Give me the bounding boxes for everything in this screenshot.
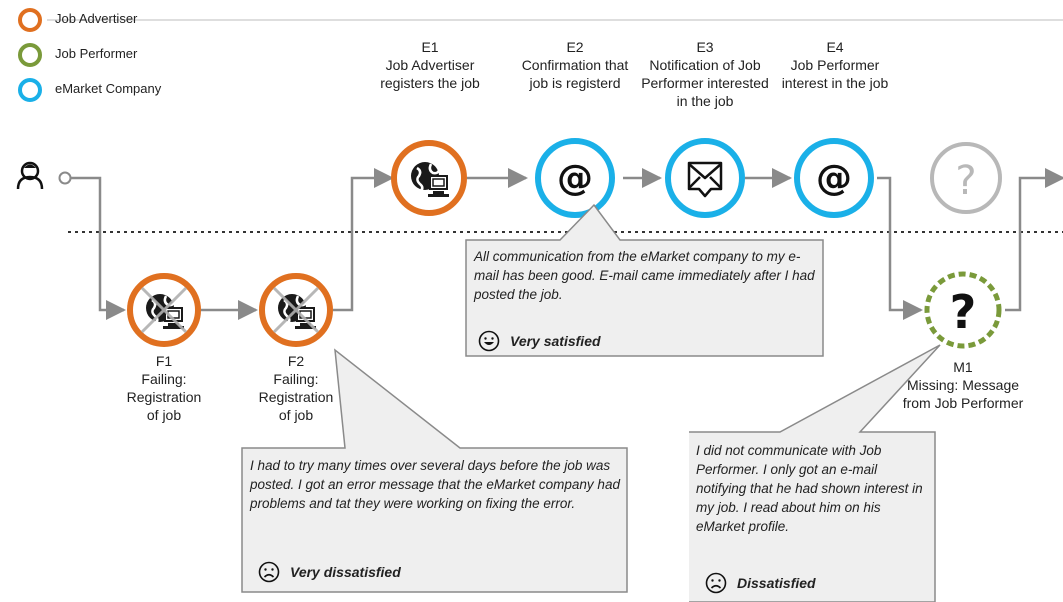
legend-swatch-job-performer (18, 43, 42, 67)
sad-face-icon (705, 572, 727, 594)
step-f1-label: F1 Failing: Registration of job (124, 352, 204, 424)
legend-label-job-advertiser: Job Advertiser (55, 11, 138, 26)
person-icon (16, 161, 44, 190)
step-e2-node: @ (535, 138, 615, 218)
step-m1-node: ? (924, 271, 1002, 349)
flow-connectors (70, 168, 1063, 320)
callout-very-dissatisfied-bubble (241, 348, 628, 593)
legend-label-emarket-company: eMarket Company (55, 81, 162, 96)
callout-very-dissatisfied-rating: Very dissatisfied (258, 561, 401, 583)
step-code: E2 (566, 39, 584, 55)
at-sign-icon: @ (557, 158, 593, 199)
step-f2-label: F2 Failing: Registration of job (256, 352, 336, 424)
callout-satisfied-bubble (465, 203, 824, 357)
step-e4-label: E4 Job Performer interest in the job (778, 38, 892, 92)
sad-face-icon (258, 561, 280, 583)
question-mark-icon: ? (955, 158, 976, 204)
step-e1-label: E1 Job Advertiser registers the job (365, 38, 495, 92)
envelope-icon (687, 161, 723, 198)
rating-label: Very satisfied (510, 333, 601, 349)
step-text: Job Performer interest in the job (781, 57, 889, 91)
callout-dissatisfied-rating: Dissatisfied (705, 572, 816, 594)
step-e4-node: @ (794, 138, 874, 218)
legend-swatch-emarket-company (18, 78, 42, 102)
step-code: F2 (287, 353, 305, 369)
step-unknown-node: ? (930, 142, 1002, 214)
legend-label-job-performer: Job Performer (55, 46, 138, 61)
step-e3-node (665, 138, 745, 218)
step-text: Notification of Job Performer interested… (641, 57, 769, 109)
step-text: Failing: Registration of job (126, 371, 202, 423)
step-code: E4 (826, 39, 844, 55)
step-text: Missing: Message from Job Performer (902, 377, 1024, 411)
callout-satisfied-rating: Very satisfied (478, 330, 601, 352)
callout-very-dissatisfied-text: I had to try many times over several day… (250, 458, 620, 511)
step-code: E1 (421, 39, 439, 55)
legend-swatch-job-advertiser (18, 8, 42, 32)
legend (18, 8, 1063, 102)
step-f2-node (259, 273, 333, 347)
step-e1-node (391, 140, 467, 216)
step-f1-node (127, 273, 201, 347)
step-text: Failing: Registration of job (258, 371, 334, 423)
callout-dissatisfied-bubble (689, 344, 941, 602)
step-text: Job Advertiser registers the job (380, 57, 480, 91)
rating-label: Dissatisfied (737, 575, 816, 591)
step-code: M1 (953, 359, 973, 375)
step-e2-label: E2 Confirmation that job is registerd (520, 38, 630, 92)
at-sign-icon: @ (816, 158, 852, 199)
step-code: E3 (696, 39, 714, 55)
question-mark-icon: ? (950, 285, 977, 339)
step-code: F1 (155, 353, 173, 369)
smiley-face-icon (478, 330, 500, 352)
step-m1-label: M1 Missing: Message from Job Performer (893, 358, 1033, 412)
journey-start-point (58, 171, 72, 185)
callout-dissatisfied-text: I did not communicate with Job Performer… (696, 443, 923, 534)
step-text: Confirmation that job is registerd (521, 57, 629, 91)
step-e3-label: E3 Notification of Job Performer interes… (638, 38, 772, 110)
callout-satisfied-text: All communication from the eMarket compa… (474, 249, 815, 302)
rating-label: Very dissatisfied (290, 564, 401, 580)
